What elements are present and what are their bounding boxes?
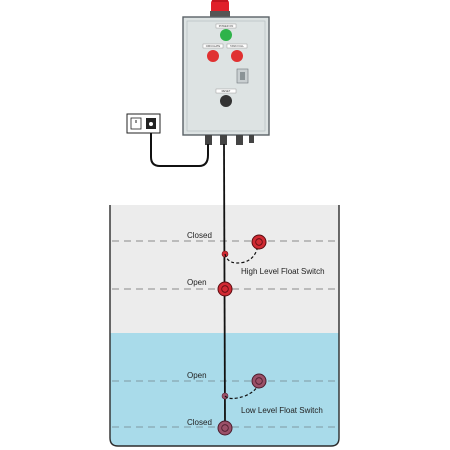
label-plate-tank-full xyxy=(226,43,248,49)
float-switch-icon xyxy=(217,281,233,297)
label-plate-power xyxy=(215,23,237,29)
cable-gland-1 xyxy=(205,135,212,145)
label-circulate: CIRCULATE xyxy=(206,44,221,48)
high-level-switch-label: High Level Float Switch xyxy=(241,267,325,276)
cable-gland-4 xyxy=(249,135,254,143)
lower-closed-label: Closed xyxy=(187,418,212,427)
float-switch-icon xyxy=(251,373,267,389)
label-power: POWER ON xyxy=(219,24,234,28)
label-tank-full: TANK FULL xyxy=(230,44,244,48)
reset-button xyxy=(220,95,232,107)
power-cord xyxy=(150,133,209,167)
upper-open-label: Open xyxy=(187,278,207,287)
panel-door xyxy=(186,20,266,132)
beacon-light-icon xyxy=(211,0,229,11)
control-panel: POWER ON CIRCULATE TANK FULL RESET xyxy=(182,0,270,145)
high-float-tether xyxy=(224,244,259,264)
label-reset: RESET xyxy=(222,89,231,93)
tank-wall xyxy=(109,205,340,447)
beacon-cap xyxy=(212,0,228,2)
upper-closed-label: Closed xyxy=(187,231,212,240)
float-switch-icon xyxy=(251,234,267,250)
float-switch-icon xyxy=(217,420,233,436)
lower-open-label: Open xyxy=(187,371,207,380)
low-float-tether xyxy=(224,384,259,400)
cable-gland-2 xyxy=(220,135,227,145)
low-level-float-switch xyxy=(217,373,267,436)
label-plate-reset xyxy=(215,88,237,94)
red-indicator-lamp-left xyxy=(207,50,219,62)
power-outlet-icon xyxy=(126,113,161,134)
low-level-switch-label: Low Level Float Switch xyxy=(241,406,323,415)
label-plate-circulate xyxy=(202,43,224,49)
panel-cabinet xyxy=(182,16,270,136)
green-indicator-lamp xyxy=(220,29,232,41)
cable-gland-3 xyxy=(236,135,243,145)
high-level-float-switch xyxy=(217,234,267,297)
beacon-base xyxy=(210,11,230,17)
selector-switch-knob xyxy=(240,72,245,80)
red-indicator-lamp-right xyxy=(231,50,243,62)
